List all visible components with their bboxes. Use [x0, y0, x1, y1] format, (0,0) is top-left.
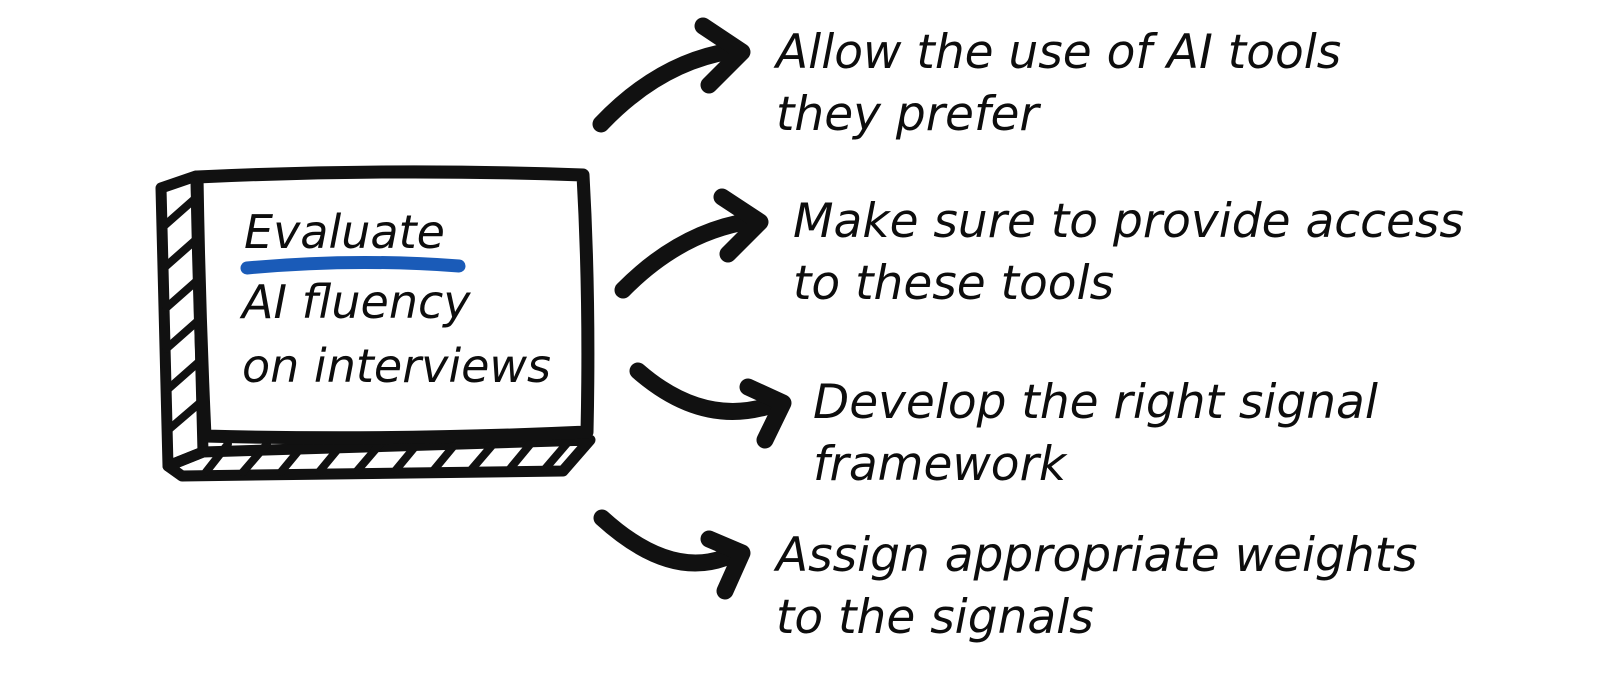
box-heading: Evaluate: [244, 205, 445, 259]
box-heading-underline: [240, 255, 466, 275]
item-2-group: Make sure to provide access to these too…: [614, 188, 1464, 311]
item-3-group: Develop the right signal framework: [629, 362, 1378, 492]
arrow-2-icon: [614, 188, 769, 299]
item-1-group: Allow the use of AI tools they prefer: [592, 17, 1341, 142]
item-3-line-1: Develop the right signal: [813, 375, 1378, 430]
box-bottom-hatching: [202, 437, 573, 476]
box-left-hatching: [160, 192, 206, 435]
item-4-group: Assign appropriate weights to the signal…: [593, 509, 1418, 645]
box-front-face: [190, 165, 595, 445]
box-group: Evaluate AI fluency on interviews: [155, 165, 596, 482]
arrow-1-icon: [592, 17, 751, 133]
item-4-line-1: Assign appropriate weights: [773, 528, 1418, 583]
item-1-line-1: Allow the use of AI tools: [773, 25, 1341, 80]
arrow-4-icon: [593, 509, 751, 600]
item-2-line-1: Make sure to provide access: [793, 194, 1464, 249]
item-2-line-2: to these tools: [793, 256, 1114, 311]
box-bottom-panel: [162, 434, 596, 482]
item-4-line-2: to the signals: [776, 590, 1094, 645]
arrow-3-icon: [629, 362, 792, 449]
item-1-line-2: they prefer: [776, 87, 1041, 142]
item-3-line-2: framework: [813, 437, 1068, 492]
box-line-2: on interviews: [242, 339, 551, 393]
box-line-1: AI fluency: [239, 275, 471, 329]
